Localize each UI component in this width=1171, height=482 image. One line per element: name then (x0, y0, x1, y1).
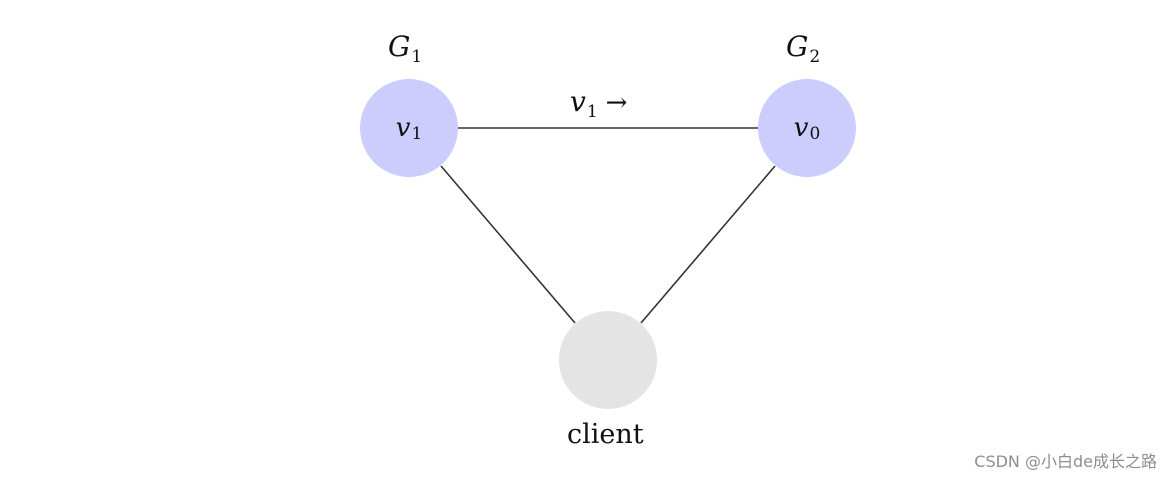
client-label: client (567, 419, 644, 450)
group-label-g2: G2 (786, 30, 821, 67)
edge-v0-client (640, 165, 776, 324)
group-label-g1: G1 (388, 30, 423, 67)
watermark: CSDN @小白de成长之路 (974, 452, 1157, 471)
edge-v1-client (440, 165, 576, 324)
edge-label-v1-arrow: v1→ (570, 85, 628, 122)
node-client (559, 311, 657, 409)
